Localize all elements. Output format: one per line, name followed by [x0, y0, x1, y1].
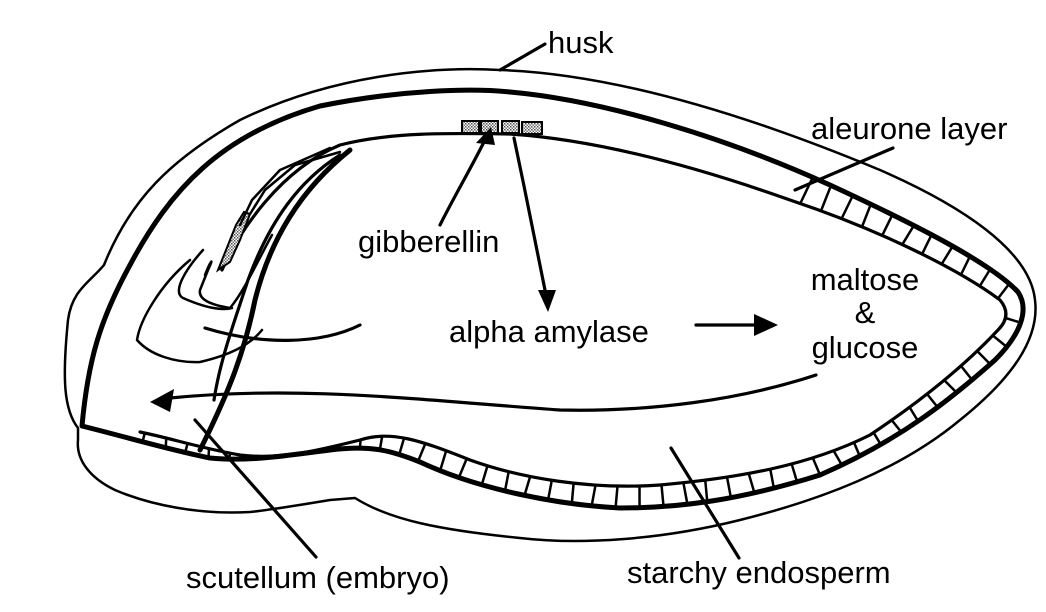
- aleurone-cell-wall: [901, 224, 915, 246]
- absorption-arrowhead: [150, 389, 174, 412]
- scutellum-label: scutellum (embryo): [186, 560, 450, 595]
- aleurone-cell-wall: [790, 463, 799, 483]
- aleurone-cell-wall: [943, 379, 958, 394]
- aleurone-cell-wall: [523, 476, 532, 496]
- stippled-cell: [461, 120, 480, 134]
- husk-pointer: [498, 42, 547, 72]
- aleurone-cells: [141, 176, 1021, 508]
- coleoptile-outline: [198, 233, 274, 310]
- alpha-amylase-label: alpha amylase: [449, 314, 649, 349]
- activated-aleurone-cells: [461, 120, 543, 135]
- aleurone-cell-wall: [1005, 316, 1021, 324]
- aleurone-cell-wall: [959, 255, 972, 276]
- digestion-arrowhead: [754, 314, 778, 336]
- aleurone-pointer: [793, 146, 895, 192]
- aleurone-cell-wall: [141, 432, 147, 443]
- aleurone-cell-wall: [338, 444, 342, 450]
- aleurone-cell-wall: [725, 476, 733, 498]
- gibberellin-label: gibberellin: [358, 224, 500, 259]
- aleurone-cell-wall: [590, 484, 597, 507]
- aleurone-cell-wall: [976, 350, 992, 366]
- stippled-cell: [501, 120, 520, 134]
- aleurone-cell-wall: [398, 437, 406, 455]
- amylase-arrowhead: [538, 290, 556, 312]
- aleurone-cell-wall: [703, 480, 709, 502]
- aleurone-cell-wall: [457, 458, 468, 479]
- aleurone-cell-wall: [890, 419, 903, 433]
- aleurone-cell-wall: [503, 471, 510, 492]
- starchy-endosperm-label: starchy endosperm: [627, 555, 891, 590]
- aleurone-cell-wall: [920, 234, 933, 255]
- husk-outline: [63, 67, 1037, 543]
- gibberellin-arrowhead: [476, 127, 495, 145]
- scutellum-outline: [197, 147, 353, 453]
- aleurone-layer-label: aleurone layer: [811, 111, 1008, 146]
- maltose-label: maltose: [810, 262, 920, 297]
- aleurone-cell-wall: [546, 480, 554, 501]
- aleurone-cell-wall: [881, 214, 894, 237]
- aleurone-cell-wall: [416, 443, 427, 462]
- gibberellin-arrow-line-upper: [438, 138, 487, 227]
- aleurone-cell-wall: [378, 435, 384, 451]
- aleurone-cell-wall: [908, 406, 920, 422]
- aleurone-cell-wall: [832, 450, 843, 466]
- aleurone-cell-wall: [799, 176, 814, 205]
- endosperm-pointer: [669, 446, 741, 560]
- aleurone-cell-wall: [819, 185, 833, 212]
- embryo-shoot-stipple: [215, 210, 252, 273]
- aleurone-cell-wall: [872, 431, 882, 446]
- aleurone-cell-wall: [959, 365, 974, 381]
- aleurone-cell-wall: [271, 454, 275, 459]
- embryo-root-region: [135, 258, 264, 364]
- aleurone-cell-wall: [840, 195, 854, 220]
- aleurone-cell-wall: [852, 442, 861, 457]
- seed-coat-line: [79, 87, 1026, 511]
- gibberellin-arrow-line: [203, 323, 362, 342]
- aleurone-cell-wall: [438, 450, 448, 472]
- embryo-inner-line: [212, 153, 342, 402]
- aleurone-cell-wall: [769, 468, 776, 489]
- aleurone-cell-wall: [164, 437, 168, 448]
- aleurone-cell-wall: [315, 449, 319, 453]
- aleurone-cell-wall: [940, 245, 954, 265]
- embryo-shoot-cells: [238, 146, 342, 227]
- aleurone-cell-wall: [978, 268, 992, 287]
- amylase-arrow-line: [512, 136, 548, 297]
- aleurone-cell-wall: [747, 473, 756, 494]
- glucose-label: glucose: [811, 330, 919, 365]
- scutellum-pointer: [193, 418, 318, 559]
- aleurone-cell-wall: [991, 334, 1008, 348]
- aleurone-cell-wall: [660, 484, 665, 507]
- aleurone-cell-wall: [926, 393, 939, 409]
- stippled-cell: [521, 121, 543, 135]
- aleurone-cell-wall: [811, 457, 822, 476]
- aleurone-cell-wall: [614, 485, 619, 508]
- aleurone-cell-wall: [480, 465, 489, 486]
- absorption-arrow-line: [168, 373, 818, 412]
- aleurone-cell-wall: [570, 483, 575, 504]
- ampersand-label: &: [854, 295, 876, 330]
- aleurone-cell-wall: [860, 203, 872, 228]
- aleurone-cell-wall: [682, 482, 689, 505]
- husk-label: husk: [548, 25, 614, 60]
- aleurone-cell-wall: [996, 282, 1011, 300]
- aleurone-cell-wall: [358, 439, 362, 449]
- coleoptile-outer: [177, 248, 234, 311]
- aleurone-cell-wall: [183, 443, 189, 453]
